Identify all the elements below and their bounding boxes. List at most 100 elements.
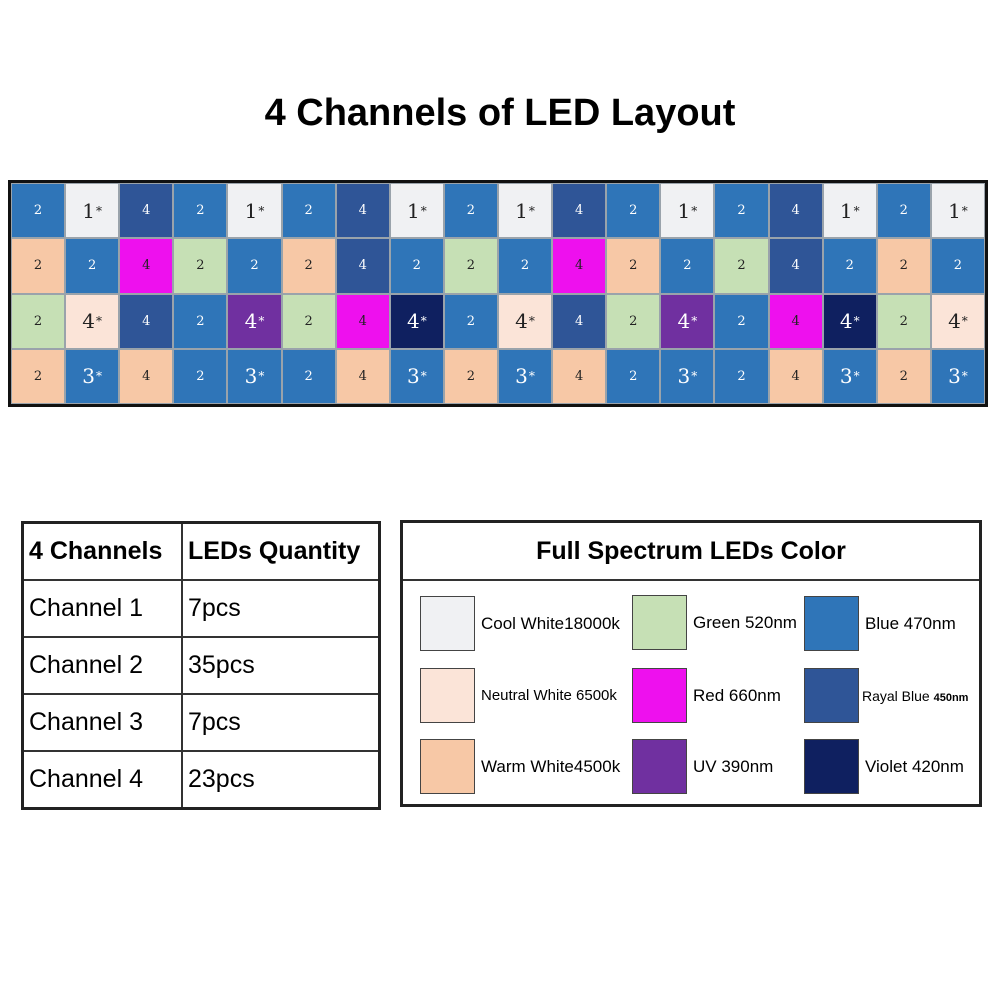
- channel-number: 4: [358, 368, 367, 384]
- led-cell: 2: [877, 184, 930, 238]
- led-cell: 2: [715, 294, 768, 348]
- led-cell: 2: [715, 184, 768, 238]
- led-cell: 1*: [823, 184, 876, 238]
- led-cell: 2: [174, 294, 227, 348]
- channel-number: 1: [677, 198, 691, 223]
- led-cell: 4: [336, 349, 389, 403]
- channel-number: 3: [82, 364, 96, 389]
- legend-item-violet: Violet 420nm: [804, 739, 964, 794]
- header-channels: 4 Channels: [21, 521, 183, 581]
- led-cell: 4: [120, 294, 173, 348]
- channel-number: 2: [737, 368, 746, 384]
- led-cell: 3*: [66, 349, 119, 403]
- led-cell: 2: [174, 184, 227, 238]
- led-cell: 4: [769, 294, 822, 348]
- channel-star-mark: *: [420, 203, 427, 218]
- channel-number: 2: [629, 368, 638, 384]
- channel-star-mark: *: [961, 203, 968, 218]
- led-cell: 4: [553, 239, 606, 293]
- legend-label: Warm White4500k: [481, 756, 621, 776]
- legend-label: Green 520nm: [693, 612, 797, 632]
- channel-number: 4: [948, 309, 961, 334]
- led-cell: 1*: [661, 184, 714, 238]
- channel-number: 4: [575, 368, 584, 384]
- channel-star-mark: *: [258, 314, 265, 329]
- channel-star-mark: *: [853, 369, 860, 384]
- led-cell: 4*: [823, 294, 876, 348]
- channel-number: 4: [839, 309, 853, 334]
- legend-label: Rayal Blue 450nm: [862, 688, 968, 704]
- led-cell: 4*: [931, 294, 984, 348]
- quantity-cell: 23pcs: [181, 750, 381, 810]
- led-cell: 4: [769, 184, 822, 238]
- channel-number: 2: [196, 313, 205, 329]
- legend-item-warm-white: Warm White4500k: [420, 739, 620, 794]
- channel-number: 3: [839, 364, 853, 389]
- royal-blue-wavelength: 450nm: [933, 691, 969, 704]
- table-row: Channel 2 35pcs: [21, 636, 381, 695]
- channel-number: 4: [358, 258, 367, 274]
- channel-number: 2: [33, 203, 43, 219]
- led-cell: 4: [336, 294, 389, 348]
- channel-number: 4: [791, 258, 800, 274]
- legend-item-cool-white: Cool White18000k: [420, 596, 620, 651]
- warm-white-swatch: [420, 739, 475, 794]
- led-cell: 3*: [661, 349, 714, 403]
- channel-number: 4: [515, 309, 528, 334]
- uv-swatch: [632, 739, 687, 794]
- channel-star-mark: *: [258, 369, 265, 384]
- led-cell: 2: [444, 184, 497, 238]
- led-cell: 4: [336, 239, 389, 293]
- legend-title: Full Spectrum LEDs Color: [403, 523, 979, 581]
- channel-number: 3: [406, 364, 420, 389]
- channel-number: 4: [142, 313, 151, 329]
- channel-number: 2: [304, 258, 313, 274]
- channel-number: 4: [575, 258, 584, 274]
- channel-cell: Channel 1: [21, 579, 183, 638]
- led-cell: 2: [390, 239, 443, 293]
- channel-number: 4: [142, 203, 151, 219]
- channel-star-mark: *: [691, 203, 698, 218]
- led-cell: 2: [823, 239, 876, 293]
- channel-number: 2: [304, 368, 313, 384]
- channel-number: 2: [33, 258, 43, 274]
- channel-number: 2: [737, 258, 746, 274]
- channel-number: 4: [575, 203, 584, 219]
- channel-number: 4: [358, 203, 367, 219]
- led-cell: 2: [12, 294, 65, 348]
- led-cell: 1*: [931, 184, 984, 238]
- led-cell: 2: [877, 294, 930, 348]
- channel-number: 4: [142, 368, 151, 384]
- led-cell: 2: [444, 294, 497, 348]
- led-cell: 4: [120, 349, 173, 403]
- led-cell: 2: [12, 184, 65, 238]
- led-cell: 4*: [498, 294, 552, 348]
- legend-label: Blue 470nm: [865, 613, 956, 633]
- channel-number: 4: [575, 313, 584, 329]
- channel-star-mark: *: [96, 203, 103, 218]
- led-cell: 2: [607, 349, 660, 403]
- led-cell: 3*: [390, 349, 443, 403]
- led-cell: 3*: [823, 349, 876, 403]
- channel-star-mark: *: [961, 314, 968, 329]
- channel-number: 4: [791, 313, 800, 329]
- channel-number: 2: [304, 313, 313, 329]
- led-cell: 2: [607, 239, 660, 293]
- channel-number: 2: [196, 203, 205, 219]
- channel-star-mark: *: [96, 369, 103, 384]
- table-row: Channel 3 7pcs: [21, 693, 381, 752]
- led-cell: 4: [553, 294, 606, 348]
- led-cell: 1*: [498, 184, 552, 238]
- quantity-cell: 35pcs: [181, 636, 381, 695]
- led-cell: 2: [174, 239, 227, 293]
- led-cell: 2: [715, 239, 768, 293]
- channel-number: 2: [683, 258, 692, 274]
- led-cell: 2: [877, 349, 930, 403]
- channel-number: 4: [677, 309, 691, 334]
- legend-label: Violet 420nm: [865, 756, 964, 776]
- table-header-row: 4 Channels LEDs Quantity: [21, 521, 381, 581]
- channel-number: 2: [845, 258, 854, 274]
- violet-swatch: [804, 739, 859, 794]
- led-quantity-table: 4 Channels LEDs Quantity Channel 1 7pcs …: [21, 521, 381, 810]
- channel-number: 2: [899, 313, 908, 329]
